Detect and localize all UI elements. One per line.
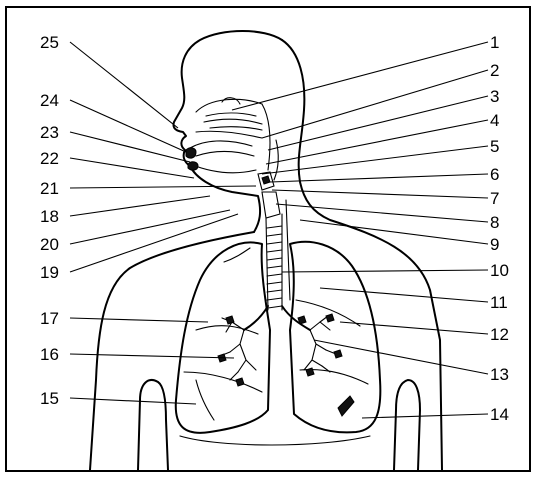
- label-23: 23: [40, 123, 59, 142]
- label-2: 2: [490, 61, 499, 80]
- label-19: 19: [40, 263, 59, 282]
- label-3: 3: [490, 87, 499, 106]
- label-6: 6: [490, 165, 499, 184]
- label-14: 14: [490, 405, 509, 424]
- label-11: 11: [490, 293, 508, 312]
- label-1: 1: [490, 33, 499, 52]
- label-5: 5: [490, 137, 499, 156]
- label-10: 10: [490, 261, 509, 280]
- label-22: 22: [40, 149, 59, 168]
- labels-right: 1 2 3 4 5 6 7 8 9 10 11 12 13 14: [490, 33, 509, 424]
- label-17: 17: [40, 309, 59, 328]
- label-18: 18: [40, 207, 59, 226]
- label-21: 21: [40, 179, 59, 198]
- bronchial-tree: [218, 306, 342, 386]
- label-7: 7: [490, 189, 499, 208]
- diaphragm: [180, 436, 370, 445]
- body-outline: [90, 31, 442, 470]
- label-4: 4: [490, 111, 499, 130]
- label-12: 12: [490, 325, 509, 344]
- larynx-trachea: [258, 172, 290, 310]
- label-24: 24: [40, 91, 59, 110]
- label-20: 20: [40, 235, 59, 254]
- left-lung: [176, 243, 270, 433]
- label-9: 9: [490, 235, 499, 254]
- label-16: 16: [40, 345, 59, 364]
- label-25: 25: [40, 33, 59, 52]
- label-8: 8: [490, 213, 499, 232]
- right-lung: [290, 242, 380, 433]
- label-15: 15: [40, 389, 59, 408]
- label-13: 13: [490, 365, 509, 384]
- labels-left: 25 24 23 22 21 18 20 19 17 16 15: [40, 33, 59, 408]
